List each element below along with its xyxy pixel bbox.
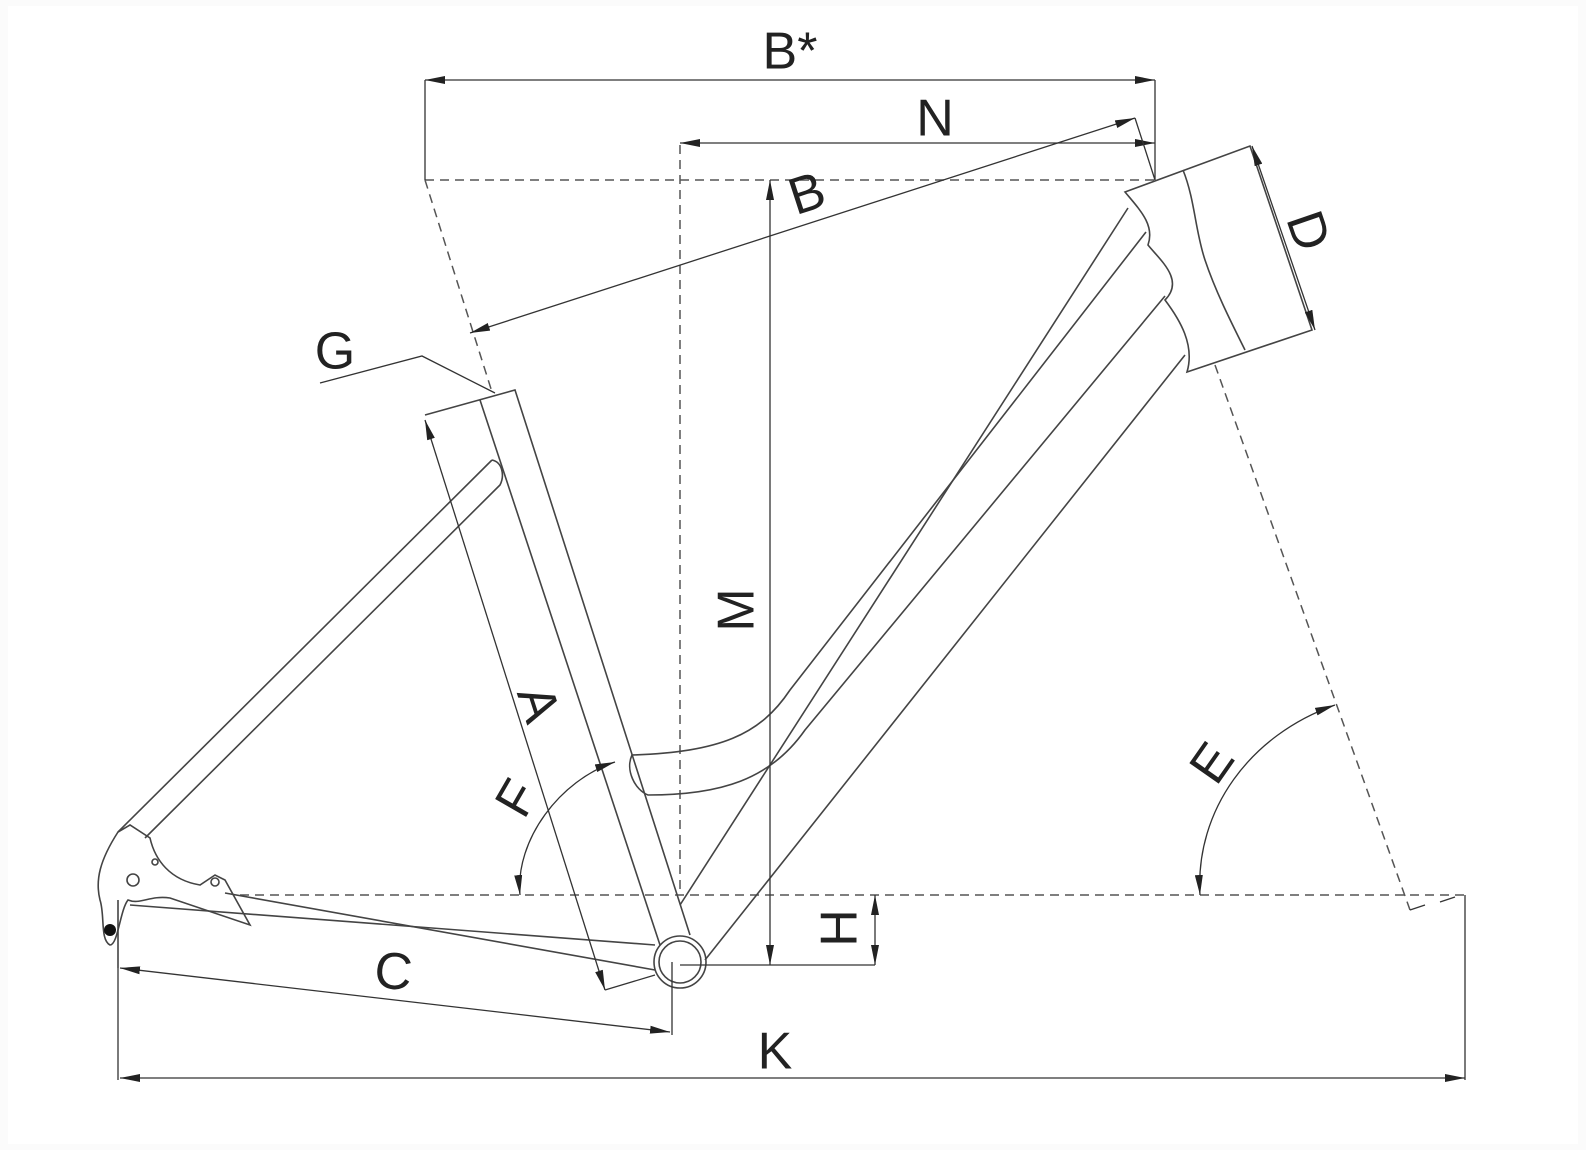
label-b: B xyxy=(782,161,833,227)
bottom-bracket xyxy=(653,935,707,989)
label-n: N xyxy=(916,90,954,148)
label-m: M xyxy=(708,588,766,631)
label-c: C xyxy=(372,941,415,1003)
frame xyxy=(97,144,1314,989)
down-tube xyxy=(679,207,1129,906)
top-tube xyxy=(628,231,1166,796)
label-d: D xyxy=(1275,204,1342,258)
label-a: A xyxy=(505,679,571,730)
label-b-star: B* xyxy=(763,23,818,81)
label-f: F xyxy=(484,770,550,827)
rear-dropout xyxy=(97,824,252,946)
frame-drawing: B* N B D G M A F E H C K xyxy=(8,6,1578,1144)
seat-stay xyxy=(144,459,504,839)
label-g: G xyxy=(315,323,355,381)
head-tube xyxy=(1123,144,1314,374)
label-k: K xyxy=(758,1023,793,1081)
label-h: H xyxy=(811,909,869,947)
seat-tube xyxy=(424,389,691,936)
dimensions xyxy=(117,76,1466,1082)
label-e: E xyxy=(1179,732,1246,794)
